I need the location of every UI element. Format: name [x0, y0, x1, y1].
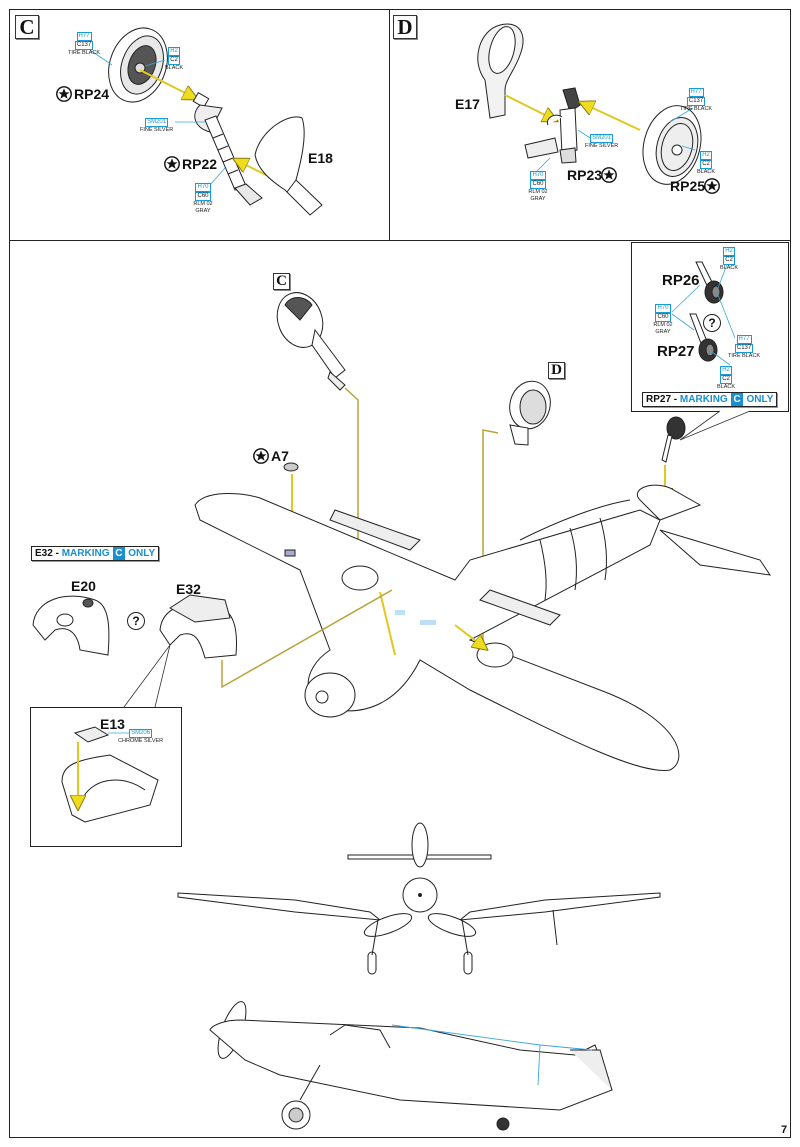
- main-assembly-panel: [9, 240, 791, 1138]
- callout-d-letter: D: [548, 362, 565, 379]
- guide-line-e32: [221, 589, 393, 689]
- paint-label-oleo: SM201 FINE SILVER: [140, 118, 174, 133]
- main-c-gear: [276, 292, 346, 391]
- paint-label-tail-strut: H70 C60 RLM 02 GRAY: [653, 304, 673, 335]
- resin-part-icon: [56, 86, 72, 102]
- inset-callout-pointer: [679, 410, 751, 441]
- rp27-tailwheel: [689, 313, 718, 362]
- step-c-wheel: [108, 27, 168, 103]
- step-c-letter: C: [15, 15, 39, 39]
- paint-label-tire-d: H77 C137 TIRE BLACK: [680, 88, 713, 112]
- guide-arrow: [454, 624, 485, 648]
- main-d-gear: [509, 380, 551, 446]
- part-label-rp22: RP22: [182, 156, 218, 172]
- guide-arrow: [582, 103, 641, 131]
- step-d-letter: D: [393, 15, 417, 39]
- e32-callout-pointer: [123, 644, 171, 708]
- e13-detail: [61, 726, 159, 823]
- guide-arrow: [379, 591, 396, 656]
- paint-leaders-tail: [671, 261, 736, 366]
- part-label-e32: E32: [176, 581, 201, 597]
- option-question-icon: ?: [703, 314, 721, 332]
- step-d-strut: [524, 87, 581, 164]
- paint-label-hub-d: H2 C2 BLACK: [697, 151, 716, 175]
- callout-c-letter: C: [273, 273, 290, 290]
- paint-label-rp27-hub: H2 C2 BLACK: [717, 366, 736, 390]
- part-label-rp26: RP26: [662, 272, 700, 289]
- aircraft-side-view: [209, 1001, 613, 1131]
- paint-label-e13: SM206 CHROME SILVER: [118, 729, 164, 744]
- rp26-tailwheel: [695, 261, 724, 304]
- part-label-e20: E20: [71, 578, 96, 594]
- paint-label-tail-tire: H77 C137 TIRE BLACK: [728, 335, 761, 359]
- paint-label-hub: H2 C2 BLACK: [165, 47, 184, 71]
- paint-label-strut-d: H70 C60 RLM 02 GRAY: [528, 171, 548, 202]
- step-c-cover-e18: [254, 116, 323, 216]
- e20-cover: [32, 595, 110, 656]
- part-label-rp24: RP24: [74, 86, 110, 102]
- part-label-rp27: RP27: [657, 343, 695, 360]
- paint-label-oleo-d: SM201 FINE SILVER: [585, 134, 619, 149]
- rp27-marking-note: RP27 - MARKING C ONLY: [642, 392, 778, 407]
- side-view-blue-line: [537, 1044, 541, 1086]
- part-label-e17: E17: [455, 96, 480, 112]
- resin-part-icon: [164, 156, 180, 172]
- step-d-cover-e17: [477, 23, 524, 119]
- guide-arrow: [504, 94, 555, 120]
- part-label-e13: E13: [100, 716, 125, 732]
- paint-label-strut: H70 C60 RLM 02 GRAY: [193, 183, 213, 214]
- paint-label-rp26-hub: H2 C2 BLACK: [720, 247, 739, 271]
- guide-arrow: [139, 69, 195, 98]
- part-label-rp23: RP23: [567, 167, 603, 183]
- paint-label-tire: H77 C137 TIRE BLACK: [68, 32, 101, 56]
- e32-cover: [159, 594, 237, 659]
- option-question-icon: ?: [127, 612, 145, 630]
- resin-part-icon: [704, 178, 720, 194]
- e13-detail-panel: [30, 707, 182, 847]
- paint-leaders-c: [89, 49, 226, 186]
- resin-part-icon: [253, 448, 269, 464]
- tailwheel-inset-panel: [631, 242, 789, 412]
- part-label-a7: A7: [271, 448, 289, 464]
- part-label-rp25: RP25: [670, 178, 706, 194]
- aircraft-front-view: [177, 822, 661, 975]
- tailwheel-in-main: [661, 416, 686, 463]
- page-number: 7: [781, 1124, 788, 1136]
- a7-part: [283, 462, 299, 472]
- part-label-e18: E18: [308, 150, 333, 166]
- step-d-wheel: [642, 105, 702, 185]
- resin-part-icon: [601, 167, 617, 183]
- e32-marking-note: E32 - MARKING C ONLY: [31, 546, 160, 561]
